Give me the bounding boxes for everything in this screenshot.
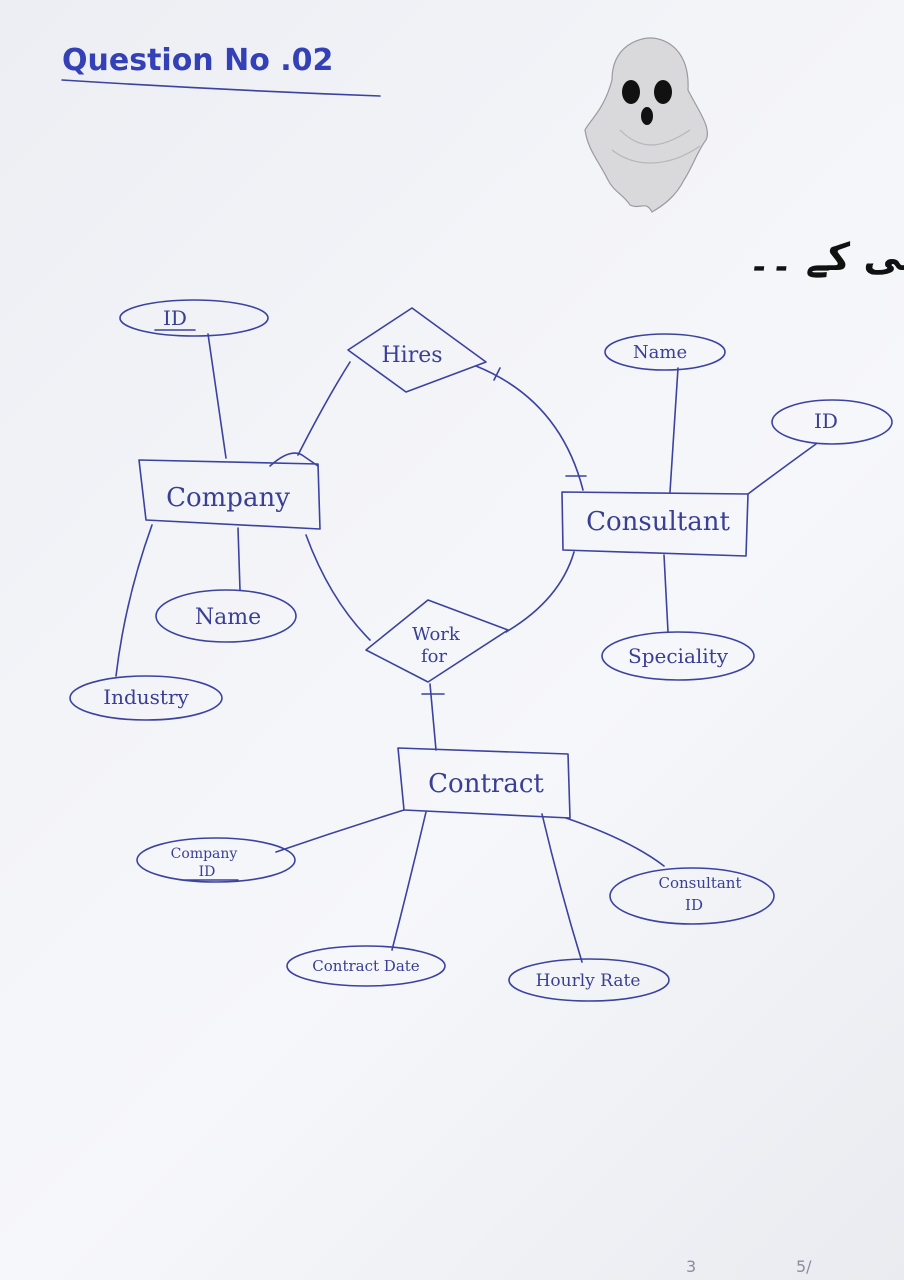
attribute-company-id-label: ID	[163, 306, 187, 330]
attribute-contract-company-id-label-1: Company	[171, 846, 238, 862]
ghost-icon	[584, 37, 708, 213]
entity-consultant-label: Consultant	[586, 507, 730, 537]
attribute-company-industry-label: Industry	[103, 685, 189, 709]
connector-lines	[115, 333, 817, 963]
attribute-contract-consultant-id: Consultant ID	[609, 867, 775, 925]
attribute-contract-company-id-label-2: ID	[199, 864, 216, 880]
entity-contract: Contract	[397, 747, 571, 819]
attribute-contract-date: Contract Date	[286, 945, 446, 987]
relationship-work-for: Work for	[365, 599, 509, 683]
title-underline	[61, 79, 381, 97]
attribute-consultant-speciality-label: Speciality	[628, 644, 729, 668]
attribute-consultant-speciality: Speciality	[601, 631, 755, 681]
attribute-company-name: Name	[155, 589, 297, 643]
attribute-consultant-name: Name	[604, 333, 726, 371]
attribute-consultant-id-label: ID	[814, 409, 838, 433]
attribute-company-name-label: Name	[195, 605, 261, 630]
urdu-caption: بھوتنی کے ۔۔	[748, 235, 904, 279]
entity-contract-label: Contract	[428, 769, 544, 799]
attribute-company-industry: Industry	[69, 675, 223, 721]
attribute-consultant-id: ID	[771, 399, 893, 445]
attribute-consultant-name-label: Name	[633, 342, 687, 363]
attribute-company-id: ID	[119, 299, 269, 337]
attribute-contract-consultant-id-label-2: ID	[685, 896, 703, 914]
attribute-contract-hourly-rate-label: Hourly Rate	[536, 971, 641, 991]
relationship-work-for-label-2: for	[421, 646, 447, 667]
attribute-contract-consultant-id-label-1: Consultant	[659, 874, 742, 892]
attribute-contract-date-label: Contract Date	[312, 957, 420, 975]
relationship-work-for-label-1: Work	[412, 624, 461, 645]
entity-consultant: Consultant	[561, 491, 749, 557]
page-title: Question No .02	[62, 43, 333, 78]
entity-company: Company	[138, 459, 321, 530]
page-mark-1: 3	[686, 1257, 696, 1276]
attribute-contract-hourly-rate: Hourly Rate	[508, 958, 670, 1002]
attribute-contract-company-id: Company ID	[136, 837, 296, 883]
relationship-hires: Hires	[347, 307, 487, 393]
entity-company-label: Company	[166, 483, 290, 513]
page-mark-2: 5/	[796, 1257, 812, 1276]
relationship-hires-label: Hires	[381, 343, 442, 368]
